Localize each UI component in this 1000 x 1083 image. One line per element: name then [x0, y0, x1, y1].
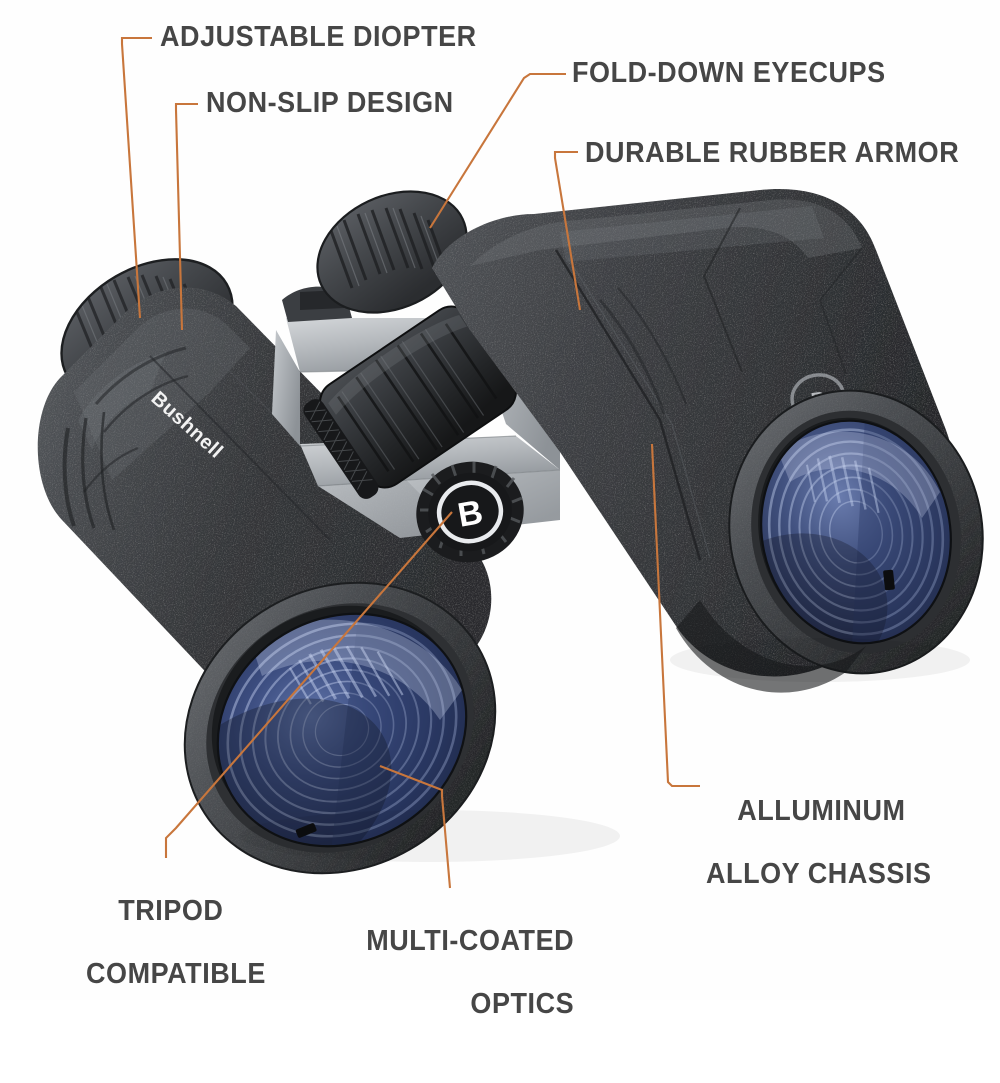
callout-label-fold-down-eyecups: FOLD-DOWN EYECUPS	[572, 57, 886, 89]
left-barrel-side-grooves	[62, 411, 116, 531]
right-barrel-assembly: B	[316, 189, 984, 693]
callout-line-2: COMPATIBLE	[86, 957, 266, 990]
left-barrel-grip-ridges	[83, 346, 189, 493]
infographic-canvas: Bushnell	[37, 21, 984, 1020]
callout-label-tripod-compatible: TRIPOD COMPATIBLE	[86, 865, 266, 1053]
callout-line-2: ALLOY CHASSIS	[706, 857, 932, 890]
callout-line-1: MULTI-COATED	[366, 925, 575, 958]
callout-line-1: TRIPOD	[118, 895, 224, 928]
focus-wheel	[303, 305, 517, 499]
callout-line-1: ALLUMINUM	[737, 795, 906, 828]
binoculars-illustration: Bushnell	[37, 189, 984, 891]
callout-label-non-slip-design: NON-SLIP DESIGN	[206, 87, 454, 119]
callout-label-alluminum-alloy-chassis: ALLUMINUM ALLOY CHASSIS	[706, 765, 932, 953]
callout-label-adjustable-diopter: ADJUSTABLE DIOPTER	[160, 21, 477, 53]
chassis-plate-left	[272, 330, 300, 446]
callout-label-durable-rubber-armor: DURABLE RUBBER ARMOR	[585, 137, 960, 169]
